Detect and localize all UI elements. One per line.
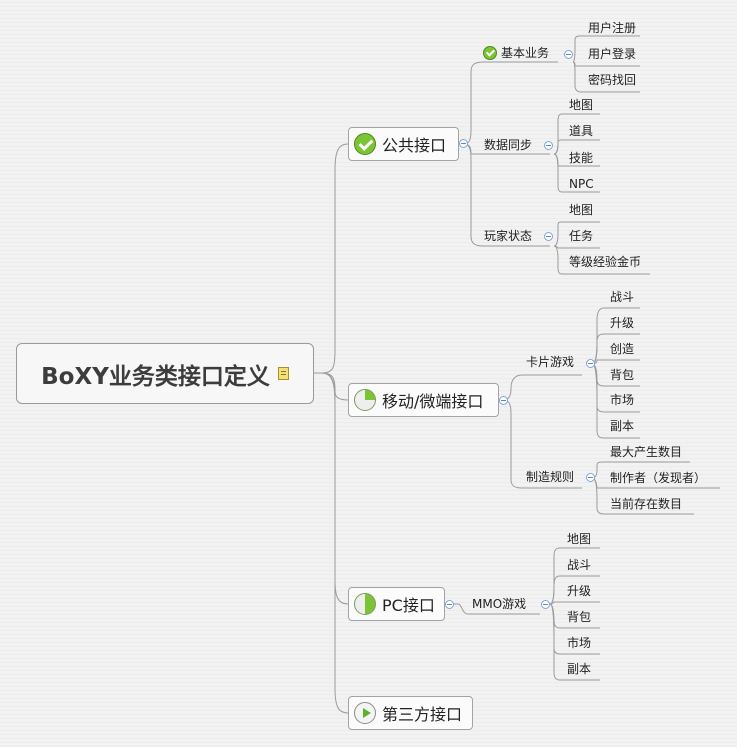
branch-label: 第三方接口	[382, 705, 463, 724]
quarter-progress-icon	[354, 389, 376, 411]
collapse-toggle-mobile[interactable]	[499, 396, 508, 405]
leaf-item[interactable]: 副本	[567, 662, 592, 676]
leaf-item[interactable]: 技能	[569, 151, 594, 165]
leaf-item[interactable]: 当前存在数目	[610, 497, 683, 511]
leaf-item[interactable]: 密码找回	[588, 73, 637, 87]
leaf-item[interactable]: 最大产生数目	[610, 445, 683, 459]
leaf-item[interactable]: 战斗	[567, 558, 592, 572]
leaf-item[interactable]: 背包	[567, 610, 592, 624]
half-progress-icon	[354, 593, 376, 615]
group-data-sync[interactable]: 数据同步	[484, 138, 533, 152]
leaf-item[interactable]: NPC	[569, 177, 594, 191]
leaf-item[interactable]: 制作者（发现者）	[610, 471, 707, 485]
leaf-item[interactable]: 等级经验金币	[569, 255, 642, 269]
leaf-item[interactable]: 地图	[567, 532, 592, 546]
leaf-item[interactable]: 市场	[610, 393, 635, 407]
check-circle-icon	[483, 46, 497, 60]
leaf-item[interactable]: 地图	[569, 98, 594, 112]
collapse-toggle-basic[interactable]	[564, 50, 573, 59]
leaf-item[interactable]: 副本	[610, 419, 635, 433]
root-topic-label: BoXY业务类接口定义	[41, 363, 270, 390]
group-player-status[interactable]: 玩家状态	[484, 229, 533, 243]
leaf-item[interactable]: 创造	[610, 342, 635, 356]
group-label: 基本业务	[501, 46, 550, 60]
root-topic[interactable]: BoXY业务类接口定义	[16, 343, 314, 404]
branch-public-interface[interactable]: 公共接口	[348, 127, 459, 161]
branch-label: PC接口	[382, 596, 435, 615]
collapse-toggle-player[interactable]	[544, 232, 553, 241]
leaf-item[interactable]: 升级	[567, 584, 592, 598]
play-icon	[354, 702, 376, 724]
group-basic-business[interactable]: 基本业务	[483, 46, 549, 60]
leaf-item[interactable]: 战斗	[610, 290, 635, 304]
leaf-item[interactable]: 任务	[569, 229, 594, 243]
branch-label: 公共接口	[382, 136, 447, 155]
leaf-item[interactable]: 背包	[610, 368, 635, 382]
collapse-toggle-sync[interactable]	[544, 141, 553, 150]
leaf-item[interactable]: 用户注册	[588, 21, 637, 35]
note-icon[interactable]	[277, 367, 289, 380]
group-craft-rules[interactable]: 制造规则	[526, 470, 575, 484]
leaf-item[interactable]: 道具	[569, 124, 594, 138]
check-circle-icon	[354, 133, 376, 155]
collapse-toggle-mmo[interactable]	[541, 600, 550, 609]
group-card-game[interactable]: 卡片游戏	[526, 355, 575, 369]
leaf-item[interactable]: 升级	[610, 316, 635, 330]
branch-third-party-interface[interactable]: 第三方接口	[348, 696, 473, 730]
group-mmo-game[interactable]: MMO游戏	[472, 597, 527, 611]
leaf-item[interactable]: 市场	[567, 636, 592, 650]
collapse-toggle-public[interactable]	[459, 139, 468, 148]
branch-mobile-interface[interactable]: 移动/微端接口	[348, 383, 499, 417]
collapse-toggle-pc[interactable]	[445, 600, 454, 609]
collapse-toggle-craft[interactable]	[586, 473, 595, 482]
branch-label: 移动/微端接口	[382, 392, 484, 411]
collapse-toggle-card[interactable]	[586, 359, 595, 368]
leaf-item[interactable]: 用户登录	[588, 47, 637, 61]
branch-pc-interface[interactable]: PC接口	[348, 587, 445, 621]
leaf-item[interactable]: 地图	[569, 203, 594, 217]
